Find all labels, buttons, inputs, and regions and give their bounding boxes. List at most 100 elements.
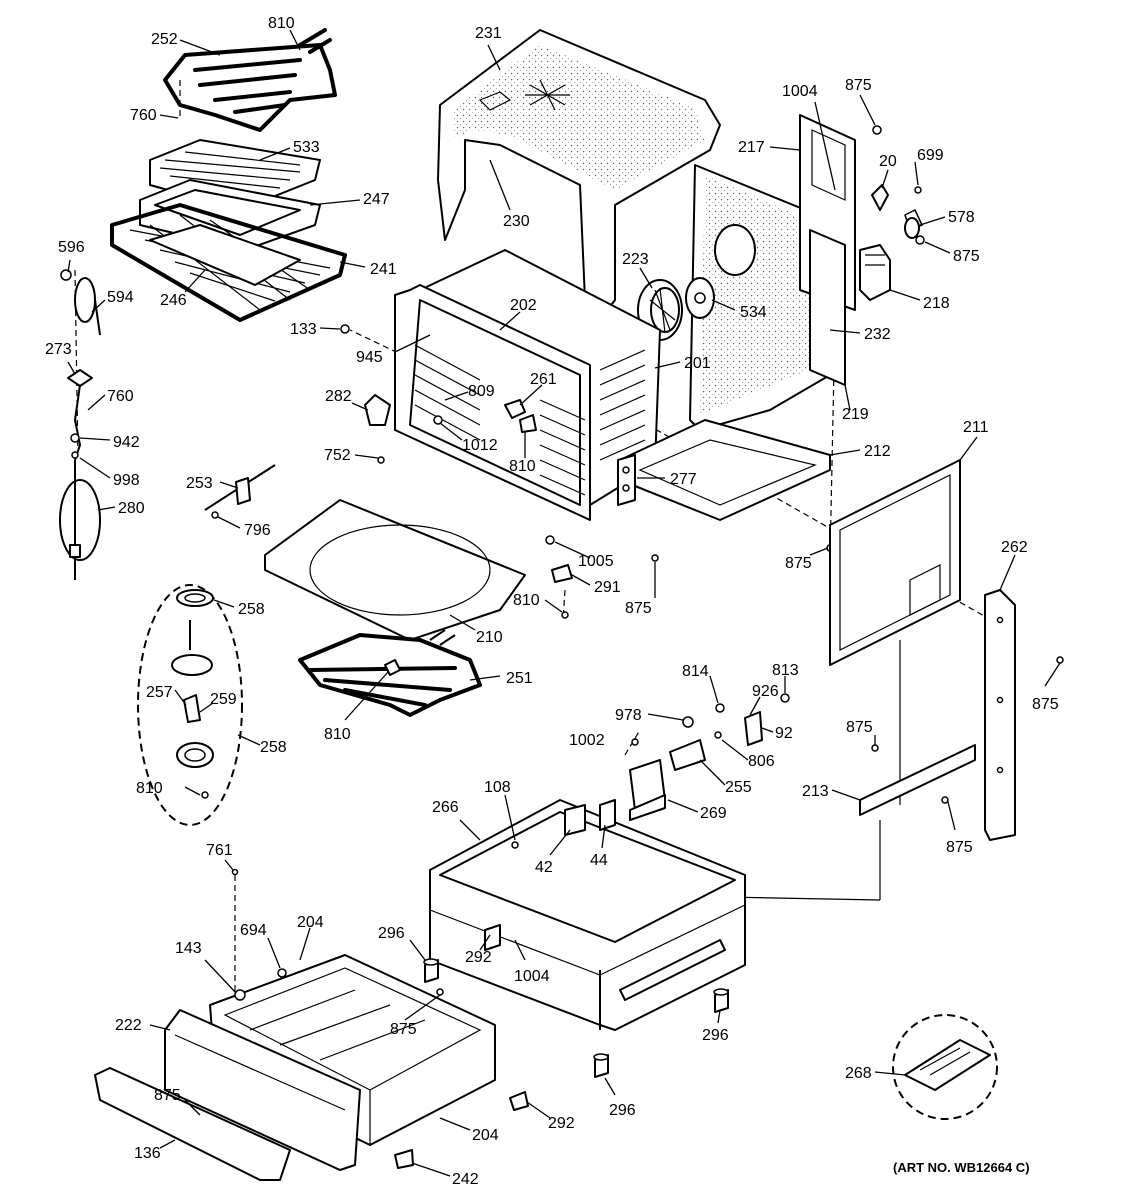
callout-labels: 252 810 760 533 247 241 246 596 594 273 …	[45, 15, 1059, 1188]
callout-246: 246	[160, 292, 187, 309]
callout-296: 296	[702, 1027, 729, 1044]
callout-810: 810	[509, 458, 536, 475]
callout-204: 204	[297, 914, 324, 931]
callout-232: 232	[864, 326, 891, 343]
oven-bottom-210	[264, 499, 526, 641]
callout-261: 261	[530, 371, 557, 388]
callout-1004: 1004	[782, 83, 818, 100]
callout-875: 875	[846, 719, 873, 736]
callout-978: 978	[615, 707, 642, 724]
callout-92: 92	[775, 725, 793, 742]
callout-253: 253	[186, 475, 213, 492]
callout-813: 813	[772, 662, 799, 679]
callout-292: 292	[465, 949, 492, 966]
leveling-legs-296	[423, 958, 729, 1078]
callout-219: 219	[842, 406, 869, 423]
detail-268	[892, 1014, 998, 1120]
sensor-assembly-280	[59, 269, 101, 580]
callout-875: 875	[785, 555, 812, 572]
drawer-handle-136	[94, 1067, 291, 1181]
callout-1002: 1002	[569, 732, 605, 749]
back-panel-232	[689, 164, 831, 431]
temp-sensor-253	[204, 464, 276, 519]
callout-213: 213	[802, 783, 829, 800]
bracket-218	[859, 244, 891, 301]
callout-296: 296	[378, 925, 405, 942]
callout-945: 945	[356, 349, 383, 366]
callout-20: 20	[879, 153, 897, 170]
callout-218: 218	[923, 295, 950, 312]
callout-247: 247	[363, 191, 390, 208]
callout-810: 810	[136, 780, 163, 797]
callout-760: 760	[130, 107, 157, 124]
callout-875: 875	[845, 77, 872, 94]
rail-213	[859, 744, 976, 816]
callout-204: 204	[472, 1127, 499, 1144]
side-panel-211	[829, 459, 961, 666]
callout-259: 259	[210, 691, 237, 708]
callout-211: 211	[963, 419, 989, 436]
callout-136: 136	[134, 1145, 161, 1162]
callout-752: 752	[324, 447, 351, 464]
bake-element-251	[298, 629, 482, 717]
callout-133: 133	[290, 321, 317, 338]
callout-277: 277	[670, 471, 697, 488]
callout-296: 296	[609, 1102, 636, 1119]
convection-assembly-258	[137, 584, 243, 826]
callout-810: 810	[268, 15, 295, 32]
callout-810: 810	[513, 592, 540, 609]
hardware-cluster-upper-right	[871, 125, 925, 245]
callout-252: 252	[151, 31, 178, 48]
callout-258: 258	[260, 739, 287, 756]
fan-motor-534	[685, 277, 715, 319]
callout-875: 875	[946, 839, 973, 856]
callout-255: 255	[725, 779, 752, 796]
callout-291: 291	[594, 579, 621, 596]
callout-578: 578	[948, 209, 975, 226]
callout-1005: 1005	[578, 553, 614, 570]
callout-796: 796	[244, 522, 271, 539]
callout-222: 222	[115, 1017, 142, 1034]
callout-1004: 1004	[514, 968, 550, 985]
callout-268: 268	[845, 1065, 872, 1082]
callout-44: 44	[590, 852, 608, 869]
side-trim-262	[984, 589, 1064, 841]
rear-frame-219	[809, 229, 846, 386]
callout-875: 875	[154, 1087, 181, 1104]
callout-699: 699	[917, 147, 944, 164]
callout-223: 223	[622, 251, 649, 268]
callout-143: 143	[175, 940, 202, 957]
callout-760: 760	[107, 388, 134, 405]
callout-875: 875	[390, 1021, 417, 1038]
callout-230: 230	[503, 213, 530, 230]
callout-596: 596	[58, 239, 85, 256]
callout-258: 258	[238, 601, 265, 618]
broil-element-252	[163, 28, 337, 132]
callout-241: 241	[370, 261, 397, 278]
callout-257: 257	[146, 684, 173, 701]
callout-875: 875	[953, 248, 980, 265]
callout-533: 533	[293, 139, 320, 156]
callout-292: 292	[548, 1115, 575, 1132]
callout-534: 534	[740, 304, 767, 321]
callout-217: 217	[738, 139, 765, 156]
oven-cavity-201	[394, 249, 661, 521]
callout-201: 201	[684, 355, 711, 372]
callout-998: 998	[113, 472, 140, 489]
callout-926: 926	[752, 683, 779, 700]
door-hinge-277	[617, 454, 636, 506]
callout-761: 761	[206, 842, 233, 859]
control-hardware	[629, 693, 790, 821]
callout-273: 273	[45, 341, 72, 358]
callout-202: 202	[510, 297, 537, 314]
callout-809: 809	[468, 383, 495, 400]
callout-875: 875	[625, 600, 652, 617]
art-number: (ART NO. WB12664 C)	[893, 1160, 1030, 1175]
callout-594: 594	[107, 289, 134, 306]
callout-282: 282	[325, 388, 352, 405]
oven-rack-241	[110, 203, 347, 322]
callout-210: 210	[476, 629, 503, 646]
callout-262: 262	[1001, 539, 1028, 556]
callout-694: 694	[240, 922, 267, 939]
